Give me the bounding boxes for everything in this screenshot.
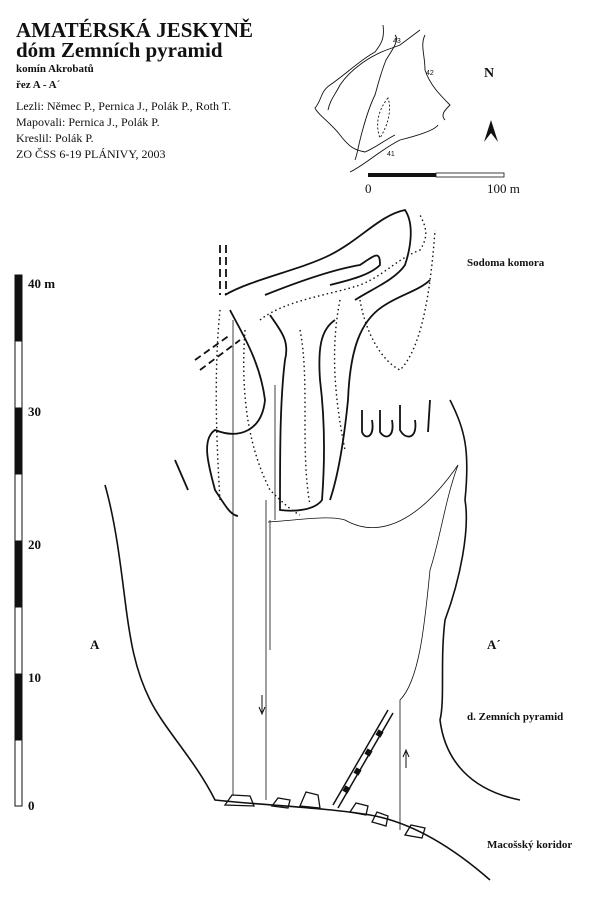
station-41-label: 41: [387, 151, 395, 158]
map-subtitle: dóm Zemních pyramid: [16, 38, 223, 62]
section-cut: řez A - A´: [16, 79, 61, 91]
label-section-a: A: [90, 637, 100, 652]
scale-bar-white: [435, 172, 505, 178]
section-name: komín Akrobatů: [16, 63, 94, 75]
vertical-scale-bar: [14, 274, 23, 807]
ladder: [332, 709, 394, 809]
station-43-label: 43: [393, 38, 401, 45]
north-arrow-icon: [484, 83, 498, 142]
cave-section-outline: [174, 208, 431, 517]
arrow-up-icon: [402, 748, 410, 768]
cave-section-dotted: [215, 214, 436, 516]
scale-40-label: 40 m: [28, 276, 55, 291]
label-macossky-koridor: Macošský koridor: [487, 839, 572, 851]
scale-20-label: 20: [28, 537, 41, 552]
scale-label-100: 100 m: [487, 181, 520, 196]
overview-map: [314, 24, 451, 173]
arrow-down-icon: [258, 695, 266, 716]
label-section-a-prime: A´: [487, 637, 501, 652]
scale-0-label: 0: [28, 798, 35, 813]
credit-club: ZO ČSS 6-19 PLÁNIVY, 2003: [16, 147, 166, 161]
boulders: [223, 791, 426, 839]
label-sodoma-komora: Sodoma komora: [467, 257, 545, 269]
station-42-label: 42: [426, 70, 434, 77]
scale-bar-black: [368, 173, 436, 177]
scale-30-label: 30: [28, 404, 41, 419]
credit-climbers: Lezli: Němec P., Pernica J., Polák P., R…: [16, 99, 232, 113]
map-title: AMATÉRSKÁ JESKYNĚ: [16, 18, 254, 42]
north-label: N: [484, 66, 494, 81]
credit-drawer: Kreslil: Polák P.: [16, 131, 94, 145]
scale-label-0: 0: [365, 181, 372, 196]
scale-10-label: 10: [28, 670, 41, 685]
rope-lines: [232, 320, 459, 830]
label-dom-zemnich-pyramid: d. Zemních pyramid: [467, 711, 563, 723]
credit-surveyors: Mapovali: Pernica J., Polák P.: [16, 115, 160, 129]
cave-walls: [104, 399, 521, 881]
